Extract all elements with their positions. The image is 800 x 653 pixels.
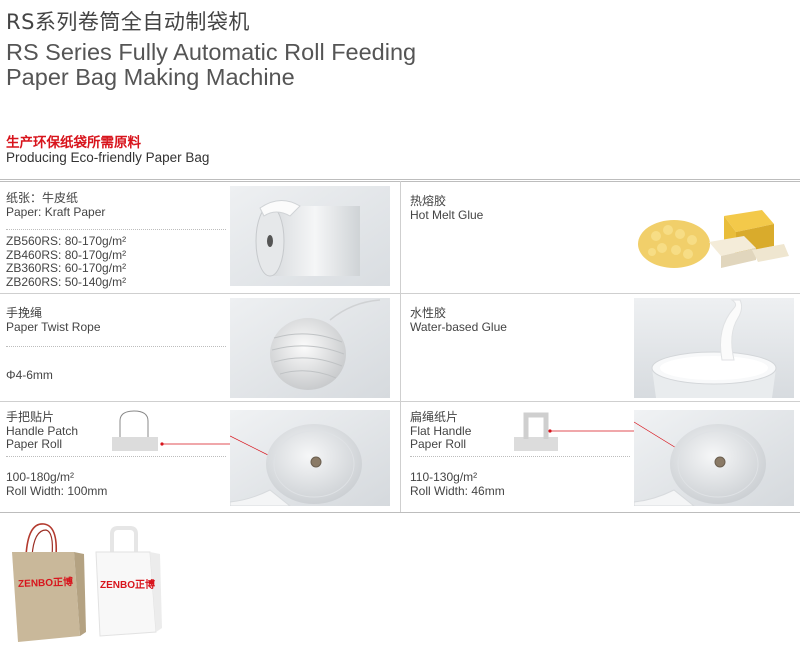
patch-roll-spec-item: Roll Width: 100mm xyxy=(6,483,108,498)
dotted-separator xyxy=(6,346,226,347)
patch-roll-label: 手把贴片 Handle Patch Paper Roll xyxy=(6,410,79,452)
paper-bags-illustration: ZENBO正博 ZENBO正博 xyxy=(0,518,170,648)
page-title-en-line2: Paper Bag Making Machine xyxy=(6,64,295,90)
hot-melt-name-cn: 热熔胶 xyxy=(410,194,447,208)
paper-specs: ZB560RS: 80-170g/m² ZB460RS: 80-170g/m² … xyxy=(6,234,127,289)
dotted-separator xyxy=(410,456,630,457)
paper-spec-item: ZB360RS: 60-170g/m² xyxy=(6,261,127,275)
grid-bottom-line xyxy=(0,512,800,513)
patch-roll-name-en-1: Handle Patch xyxy=(6,423,79,438)
hot-melt-label: 热熔胶 Hot Melt Glue xyxy=(410,194,484,222)
white-bag-brand: ZENBO正博 xyxy=(100,580,155,591)
page-title-en: RS Series Fully Automatic Roll Feeding P… xyxy=(6,40,416,90)
section-title-cn: 生产环保纸袋所需原料 xyxy=(6,135,141,151)
patch-roll-spec-item: 100-180g/m² xyxy=(6,470,75,484)
handle-patch-icon xyxy=(110,409,230,459)
twist-rope-name-cn: 手挽绳 xyxy=(6,306,43,320)
water-glue-name-en: Water-based Glue xyxy=(410,319,507,334)
dotted-separator xyxy=(6,456,226,457)
flat-handle-roll-photo xyxy=(634,410,794,506)
kraft-paper-roll-photo xyxy=(230,186,390,286)
paper-spec-item: ZB460RS: 80-170g/m² xyxy=(6,247,127,262)
patch-roll-name-cn: 手把贴片 xyxy=(6,410,55,424)
flat-handle-icon xyxy=(512,409,636,459)
page-title-cn: RS系列卷筒全自动制袋机 xyxy=(6,10,250,34)
water-glue-label: 水性胶 Water-based Glue xyxy=(410,306,507,334)
twist-rope-photo xyxy=(230,298,390,398)
flat-roll-specs: 110-130g/m² Roll Width: 46mm xyxy=(410,470,505,498)
section-title-en: Producing Eco-friendly Paper Bag xyxy=(6,150,210,165)
handle-patch-roll-photo xyxy=(230,410,390,506)
flat-roll-label: 扁绳纸片 Flat Handle Paper Roll xyxy=(410,410,472,452)
flat-roll-name-en-2: Paper Roll xyxy=(410,437,467,451)
water-glue-photo xyxy=(634,298,794,398)
grid-top-line xyxy=(0,179,800,180)
grid-column-divider xyxy=(400,181,401,512)
paper-spec-item: ZB260RS: 50-140g/m² xyxy=(6,274,127,289)
paper-name-en: Paper: Kraft Paper xyxy=(6,204,106,219)
water-glue-name-cn: 水性胶 xyxy=(410,306,447,320)
flat-roll-name-en-1: Flat Handle xyxy=(410,423,472,438)
paper-name-cn: 纸张：牛皮纸 xyxy=(6,191,79,205)
hot-melt-name-en: Hot Melt Glue xyxy=(410,207,484,222)
twist-rope-label: 手挽绳 Paper Twist Rope xyxy=(6,306,101,334)
flat-roll-spec-item: Roll Width: 46mm xyxy=(410,483,505,498)
paper-label: 纸张：牛皮纸 Paper: Kraft Paper xyxy=(6,191,106,219)
patch-roll-specs: 100-180g/m² Roll Width: 100mm xyxy=(6,470,108,498)
hot-melt-glue-photo xyxy=(634,186,794,286)
flat-roll-spec-item: 110-130g/m² xyxy=(410,470,478,484)
patch-roll-name-en-2: Paper Roll xyxy=(6,437,63,451)
twist-rope-spec: Φ4-6mm xyxy=(6,368,53,382)
paper-spec-item: ZB560RS: 80-170g/m² xyxy=(6,234,127,248)
twist-rope-name-en: Paper Twist Rope xyxy=(6,319,101,334)
page-title-en-line1: RS Series Fully Automatic Roll Feeding xyxy=(6,39,417,65)
dotted-separator xyxy=(6,229,226,230)
flat-roll-name-cn: 扁绳纸片 xyxy=(410,410,459,424)
